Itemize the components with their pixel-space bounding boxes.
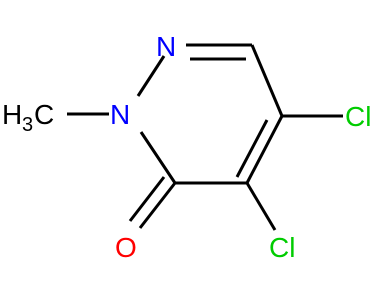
methyl-h-label: H (2, 99, 22, 130)
methyl-subscript: 3 (22, 114, 33, 136)
chlorine-label-bottom: Cl (269, 232, 295, 263)
nitrogen-label-top: N (156, 31, 176, 62)
oxygen-label: O (115, 232, 137, 263)
nitrogen-label-left: N (110, 99, 130, 130)
bond-c6-c5 (250, 44, 284, 117)
chlorine-label-right: Cl (345, 101, 371, 132)
bond-c5-c4-inner (235, 119, 269, 178)
bonds (67, 43, 343, 231)
bond-c3-n2 (139, 131, 177, 184)
bond-c5-c4 (245, 115, 284, 184)
methyl-c-label: C (34, 99, 54, 130)
bond-n2-n1 (136, 55, 166, 97)
atom-labels: N N H 3 C O Cl Cl (2, 31, 371, 263)
bond-c3-o-inner (128, 176, 166, 222)
bond-c4-cl (245, 182, 277, 231)
bond-c3-o (138, 182, 177, 229)
